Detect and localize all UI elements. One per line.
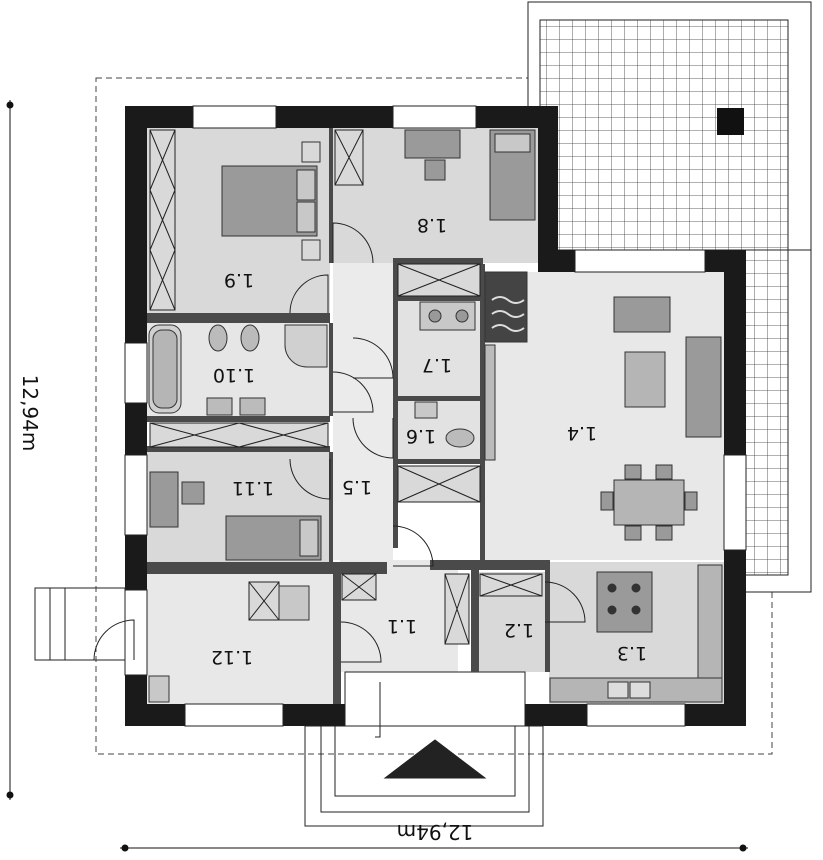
- room-label-1.11: 1.11: [232, 477, 274, 499]
- room-label-1.3: 1.3: [617, 642, 647, 664]
- room-label-1.4: 1.4: [567, 422, 597, 444]
- sofa: [685, 336, 722, 438]
- room-labels: 1.9 1.8 1.10 1.7 1.6 1.4 1.11 1.5 1.1 1.…: [211, 214, 647, 668]
- dining-table: [613, 479, 685, 526]
- wardrobes: [149, 129, 543, 645]
- room-label-1.6: 1.6: [406, 425, 436, 447]
- room-label-1.1: 1.1: [387, 615, 417, 637]
- entrance: [34, 587, 544, 827]
- interior-walls: [147, 128, 550, 704]
- room-label-1.7: 1.7: [422, 354, 452, 376]
- furniture: [148, 129, 723, 703]
- dimension-width: 12,94m: [397, 820, 474, 844]
- dimension-lines: [6, 100, 748, 852]
- desk-2: [149, 471, 179, 528]
- doors: [93, 222, 586, 738]
- desk: [404, 129, 461, 159]
- entrance-arrow: [383, 739, 487, 779]
- room-label-1.9: 1.9: [224, 269, 254, 291]
- terrace: [527, 1, 812, 593]
- shower: [284, 324, 328, 368]
- room-label-1.5: 1.5: [342, 476, 372, 498]
- toilet: [208, 324, 228, 352]
- room-label-1.12: 1.12: [211, 646, 253, 668]
- room-label-1.8: 1.8: [417, 214, 447, 236]
- chimney: [717, 108, 744, 135]
- windows: [124, 105, 747, 727]
- room-label-1.10: 1.10: [213, 364, 255, 386]
- coffee-table: [624, 351, 666, 408]
- armchair: [613, 296, 671, 333]
- kitchen-island: [596, 571, 653, 633]
- dimension-depth: 12,94m: [18, 375, 42, 452]
- room-label-1.2: 1.2: [504, 619, 534, 641]
